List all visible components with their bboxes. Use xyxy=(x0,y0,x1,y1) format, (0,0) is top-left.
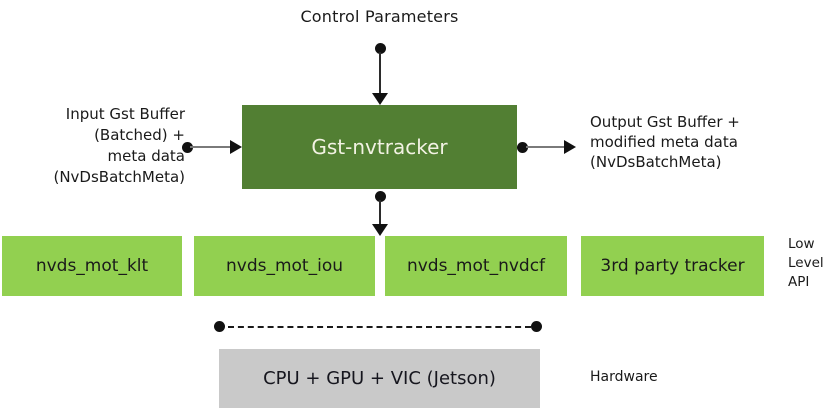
input-connector-dot xyxy=(182,142,193,153)
output-connector-dot xyxy=(517,142,528,153)
hardware-span-dashed-line xyxy=(228,326,531,328)
control-arrow-shaft xyxy=(379,52,381,96)
low-level-box-nvds-mot-klt: nvds_mot_klt xyxy=(2,236,182,296)
hardware-span-left-dot xyxy=(214,321,225,332)
output-buffer-note: Output Gst Buffer + modified meta data (… xyxy=(590,113,740,171)
output-arrow-shaft xyxy=(526,146,566,148)
hardware-box: CPU + GPU + VIC (Jetson) xyxy=(219,349,540,408)
input-buffer-note: Input Gst Buffer (Batched) + meta data (… xyxy=(53,105,185,186)
low-level-box-label: nvds_mot_iou xyxy=(225,256,343,276)
low-level-box-label: 3rd party tracker xyxy=(600,256,745,276)
tracker-lowlevel-shaft xyxy=(379,200,381,226)
tracker-lowlevel-arrowhead-down-icon xyxy=(372,224,388,236)
hardware-label: Hardware xyxy=(590,369,658,385)
gst-nvtracker-box: Gst-nvtracker xyxy=(242,105,517,189)
low-level-box-label: nvds_mot_klt xyxy=(35,256,149,276)
gst-nvtracker-label: Gst-nvtracker xyxy=(311,135,448,159)
output-arrowhead-right-icon xyxy=(564,140,576,154)
tracker-lowlevel-dot xyxy=(375,191,386,202)
control-connector-dot xyxy=(375,43,386,54)
control-arrowhead-down-icon xyxy=(372,93,388,105)
hardware-span-right-dot xyxy=(531,321,542,332)
low-level-box-nvds-mot-nvdcf: nvds_mot_nvdcf xyxy=(385,236,567,296)
low-level-box-3rd-party-tracker: 3rd party tracker xyxy=(581,236,764,296)
low-level-box-nvds-mot-iou: nvds_mot_iou xyxy=(194,236,375,296)
input-arrow-shaft xyxy=(190,146,232,148)
low-level-api-label: Low Level API xyxy=(788,236,824,290)
control-parameters-label: Control Parameters xyxy=(300,7,459,26)
low-level-box-label: nvds_mot_nvdcf xyxy=(406,256,546,276)
input-arrowhead-right-icon xyxy=(230,140,242,154)
hardware-box-label: CPU + GPU + VIC (Jetson) xyxy=(263,368,496,389)
